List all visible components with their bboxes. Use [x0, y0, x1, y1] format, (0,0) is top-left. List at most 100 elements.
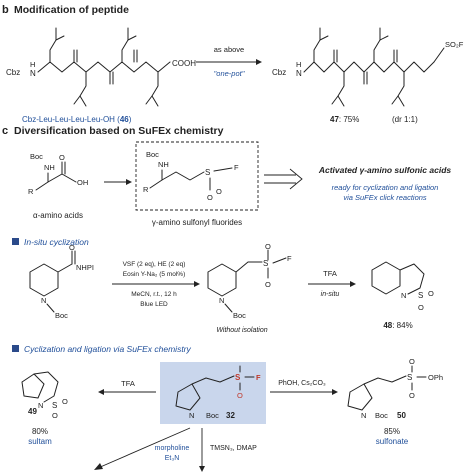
boc-label: Boc: [55, 311, 68, 320]
o-label: O: [69, 243, 75, 252]
product-48-label: 48: 84%: [383, 321, 412, 330]
leucine-side-chain: [49, 27, 57, 63]
leucine-side-chain: [397, 95, 405, 107]
section-c-letter: c: [2, 125, 8, 137]
intermediate-structure: S O O F N Boc: [207, 242, 292, 320]
piperidine-ring: [207, 263, 237, 297]
n-label: N: [189, 411, 194, 420]
boc-label: Boc: [146, 150, 159, 159]
leucine-side-chain: [337, 95, 345, 107]
n-label: N: [296, 69, 302, 78]
nhpi-label: NHPI: [76, 263, 94, 272]
cbz-label: Cbz: [272, 68, 286, 77]
peptide-46-structure: Cbz H N COOH: [6, 27, 196, 107]
s-label: S: [407, 373, 412, 382]
backbone-bond: [37, 61, 171, 73]
condition-4: Blue LED: [140, 301, 168, 308]
sultam-49-structure: N S O O 49: [21, 371, 68, 420]
arrow-condition-bottom: "one-pot": [214, 69, 245, 78]
boc-label: Boc: [233, 311, 246, 320]
gamma-sulfonyl-fluoride-structure: Boc NH R S O O F: [143, 150, 239, 202]
alpha-amino-acid-structure: Boc NH O R OH: [28, 152, 88, 196]
leucine-side-chain: [127, 35, 137, 41]
s-label: S: [418, 291, 423, 300]
condition-1: VSF (2 eq), HE (2 eq): [123, 261, 186, 268]
cbz-label: Cbz: [6, 68, 20, 77]
arrow-head: [256, 59, 262, 65]
n-label: N: [401, 291, 406, 300]
insitu-heading: In-situ cyclization: [24, 237, 89, 247]
sultam-ring: [33, 371, 59, 403]
o-label: O: [265, 280, 271, 289]
f-label: F: [287, 254, 292, 263]
gamma-sulfonyl-fluoride-box: [135, 141, 259, 211]
alpha-amino-acids-label: α-amino acids: [33, 211, 83, 220]
o-label: O: [59, 153, 65, 162]
nh-label: NH: [158, 160, 169, 169]
chain-bond: [149, 169, 163, 189]
n-label: N: [30, 69, 36, 78]
arrow-head: [94, 463, 103, 470]
r-label: R: [28, 187, 34, 196]
leucine-side-chain: [391, 71, 405, 105]
leucine-side-chain: [73, 71, 87, 105]
right-reagent: PhOH, Cs₂CO₃: [278, 380, 326, 387]
morpholine-label: morpholine: [155, 445, 190, 452]
f-label: F: [234, 163, 239, 172]
boc-bond: [224, 303, 233, 313]
condition-3: MeCN, r.t., 12 h: [131, 291, 177, 298]
chain-bond: [235, 261, 263, 273]
left-yield: 80%: [32, 427, 48, 436]
boc-label: Boc: [30, 152, 43, 161]
leucine-side-chain: [55, 35, 65, 41]
leucine-side-chain: [319, 35, 329, 41]
sulfonyl-bond: [272, 257, 287, 264]
product-47-label: 47: 75%: [330, 115, 359, 124]
arrow-condition-top: as above: [214, 45, 244, 54]
chain-bond: [161, 171, 205, 181]
sultam-ring: [399, 263, 425, 295]
section-b: b Modification of peptide Cbz H N C: [2, 4, 464, 124]
ester-bond: [57, 263, 73, 273]
boc-bond: [46, 303, 55, 313]
leucine-side-chain: [373, 27, 381, 63]
sulfonyl-bond: [213, 167, 233, 172]
arrow-head: [332, 389, 338, 395]
tmsn3-label: TMSN₃, DMAP: [210, 445, 257, 452]
activated-title: Activated γ-amino sulfonic acids: [318, 165, 452, 175]
o-label: O: [265, 242, 271, 251]
right-name: sulfonate: [376, 437, 409, 446]
chain-bond: [191, 375, 235, 385]
boc-label: Boc: [206, 411, 219, 420]
activated-line-2: via SuFEx click reactions: [343, 193, 427, 202]
s-label: S: [263, 259, 268, 268]
s-label: S: [235, 373, 241, 382]
leucine-side-chain: [145, 71, 159, 105]
sultam-48-structure: N S O O: [371, 261, 434, 312]
without-isolation-label: Without isolation: [216, 327, 267, 334]
r-label: R: [143, 185, 149, 194]
compound-32-structure: S F O N Boc 32: [175, 365, 261, 420]
pyrrolidine-ring: [21, 373, 45, 399]
section-c: c Diversification based on SuFEx chemist…: [2, 125, 451, 227]
product-47-dr: (dr 1:1): [392, 115, 418, 124]
ligation-heading: Cyclization and ligation via SuFEx chemi…: [24, 344, 192, 354]
product-47-structure: Cbz H N SO₂F: [272, 27, 464, 107]
piperidine-ring: [371, 261, 401, 295]
s-label: S: [205, 168, 210, 177]
n-label: N: [361, 411, 366, 420]
section-c-title: Diversification based on SuFEx chemistry: [14, 125, 224, 137]
section-b-title: Modification of peptide: [14, 4, 129, 16]
gamma-label: γ-amino sulfonyl fluorides: [152, 218, 242, 227]
amino-acid-bond: [35, 172, 49, 191]
leucine-side-chain: [121, 27, 129, 63]
nhpi-ester-structure: O NHPI N Boc: [29, 243, 94, 320]
insitu-section: In-situ cyclization O NHPI N Boc VSF (2 …: [12, 237, 434, 334]
section-b-letter: b: [2, 4, 9, 16]
o-label: O: [428, 289, 434, 298]
section-square-icon: [12, 238, 19, 245]
tfa-label: TFA: [323, 269, 337, 278]
tfa-label: TFA: [121, 379, 135, 388]
leucine-side-chain: [379, 35, 389, 41]
o-label: O: [216, 187, 222, 196]
